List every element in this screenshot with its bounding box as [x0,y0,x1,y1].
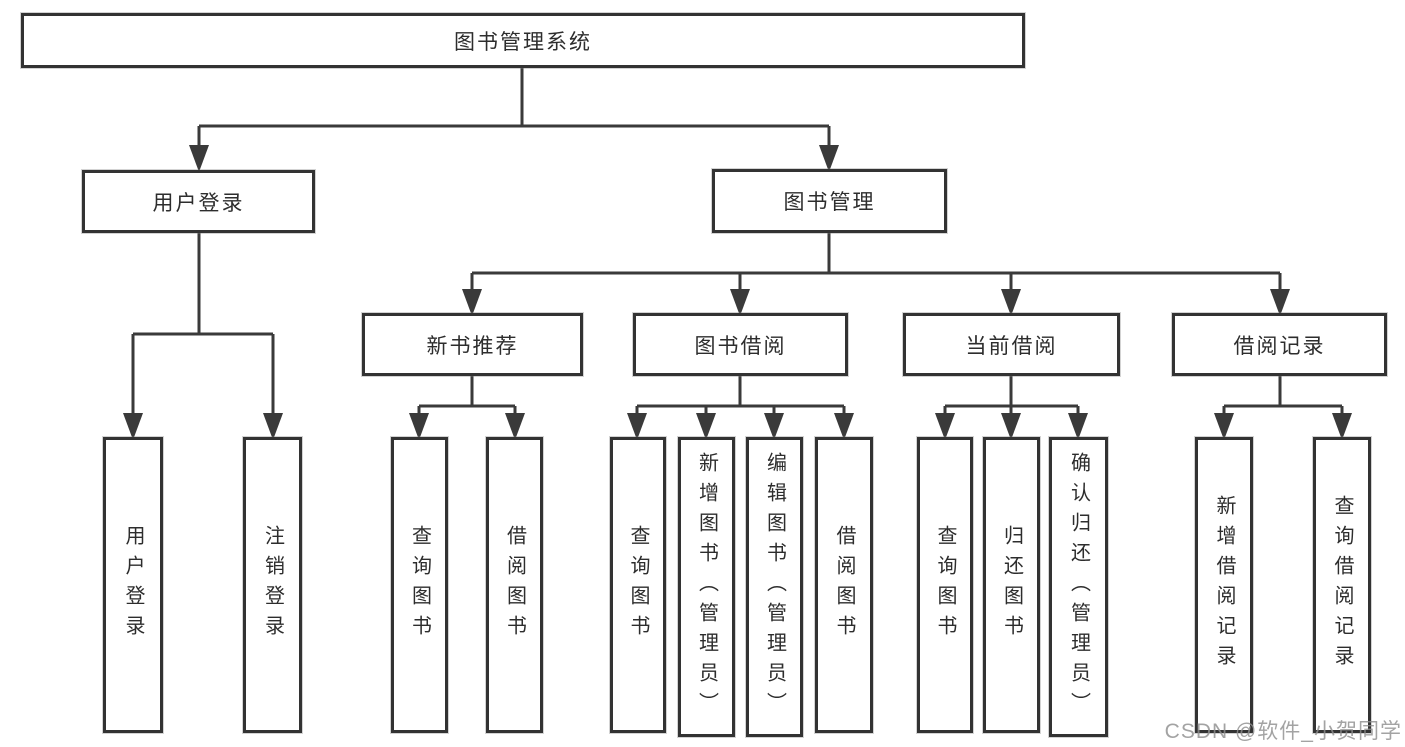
leaf-current-query: 查询图书 [917,437,973,733]
borrow-records-arrowheads [1214,413,1352,440]
node-root-label: 图书管理系统 [454,30,592,54]
root-arrowheads [189,145,839,172]
leaf-borrow-query: 查询图书 [610,437,666,733]
leaf-logout: 注销登录 [243,437,302,733]
leaf-borrow-add-admin: 新增图书（管理员） [678,437,735,737]
leaf-borrow-book-label: 借阅图书 [833,525,855,645]
node-book-borrow: 图书借阅 [633,313,848,376]
book-borrow-connectors [635,376,846,414]
leaf-current-confirm-admin-label: 确认归还（管理员） [1067,452,1090,722]
leaf-records-query-label: 查询借阅记录 [1331,495,1353,675]
node-new-books: 新书推荐 [362,313,583,376]
leaf-newbooks-borrow: 借阅图书 [486,437,543,733]
leaf-records-add: 新增借阅记录 [1195,437,1253,733]
node-user-login: 用户登录 [82,170,315,233]
leaf-logout-label: 注销登录 [261,525,284,645]
node-book-borrow-label: 图书借阅 [694,334,787,358]
leaf-user-login-label: 用户登录 [122,525,144,645]
leaf-newbooks-borrow-label: 借阅图书 [503,525,526,645]
leaf-current-query-label: 查询图书 [934,525,956,645]
new-books-arrowheads [409,413,525,440]
node-book-mgmt-label: 图书管理 [783,191,876,214]
root-connectors [197,68,831,146]
leaf-current-confirm-admin: 确认归还（管理员） [1049,437,1108,737]
book-borrow-arrowheads [627,413,854,440]
current-borrow-connectors [943,376,1080,414]
user-login-connectors [131,233,275,414]
borrow-records-connectors [1222,376,1344,414]
node-current-borrow: 当前借阅 [903,313,1120,376]
book-mgmt-arrowheads [462,289,1290,316]
leaf-newbooks-query: 查询图书 [391,437,448,733]
node-user-login-label: 用户登录 [152,191,245,215]
node-root: 图书管理系统 [21,13,1025,68]
leaf-records-query: 查询借阅记录 [1313,437,1371,733]
leaf-borrow-book: 借阅图书 [815,437,873,733]
leaf-borrow-add-admin-label: 新增图书（管理员） [695,452,718,722]
node-book-mgmt: 图书管理 [712,169,947,233]
new-books-connectors [417,376,517,414]
node-borrow-records-label: 借阅记录 [1233,334,1326,358]
leaf-borrow-edit-admin: 编辑图书（管理员） [746,437,803,737]
node-new-books-label: 新书推荐 [426,334,519,358]
leaf-newbooks-query-label: 查询图书 [408,525,431,645]
leaf-current-return-label: 归还图书 [1000,525,1023,645]
node-borrow-records: 借阅记录 [1172,313,1387,376]
book-mgmt-connectors [470,233,1282,292]
node-current-borrow-label: 当前借阅 [965,334,1058,358]
leaf-user-login: 用户登录 [103,437,163,733]
leaf-records-add-label: 新增借阅记录 [1213,495,1235,675]
leaf-borrow-edit-admin-label: 编辑图书（管理员） [763,452,786,722]
current-borrow-arrowheads [935,413,1088,440]
leaf-borrow-query-label: 查询图书 [627,525,649,645]
csdn-watermark: CSDN @软件_小贺同学 [1164,720,1402,743]
user-login-arrowheads [123,413,283,440]
leaf-current-return: 归还图书 [983,437,1040,733]
